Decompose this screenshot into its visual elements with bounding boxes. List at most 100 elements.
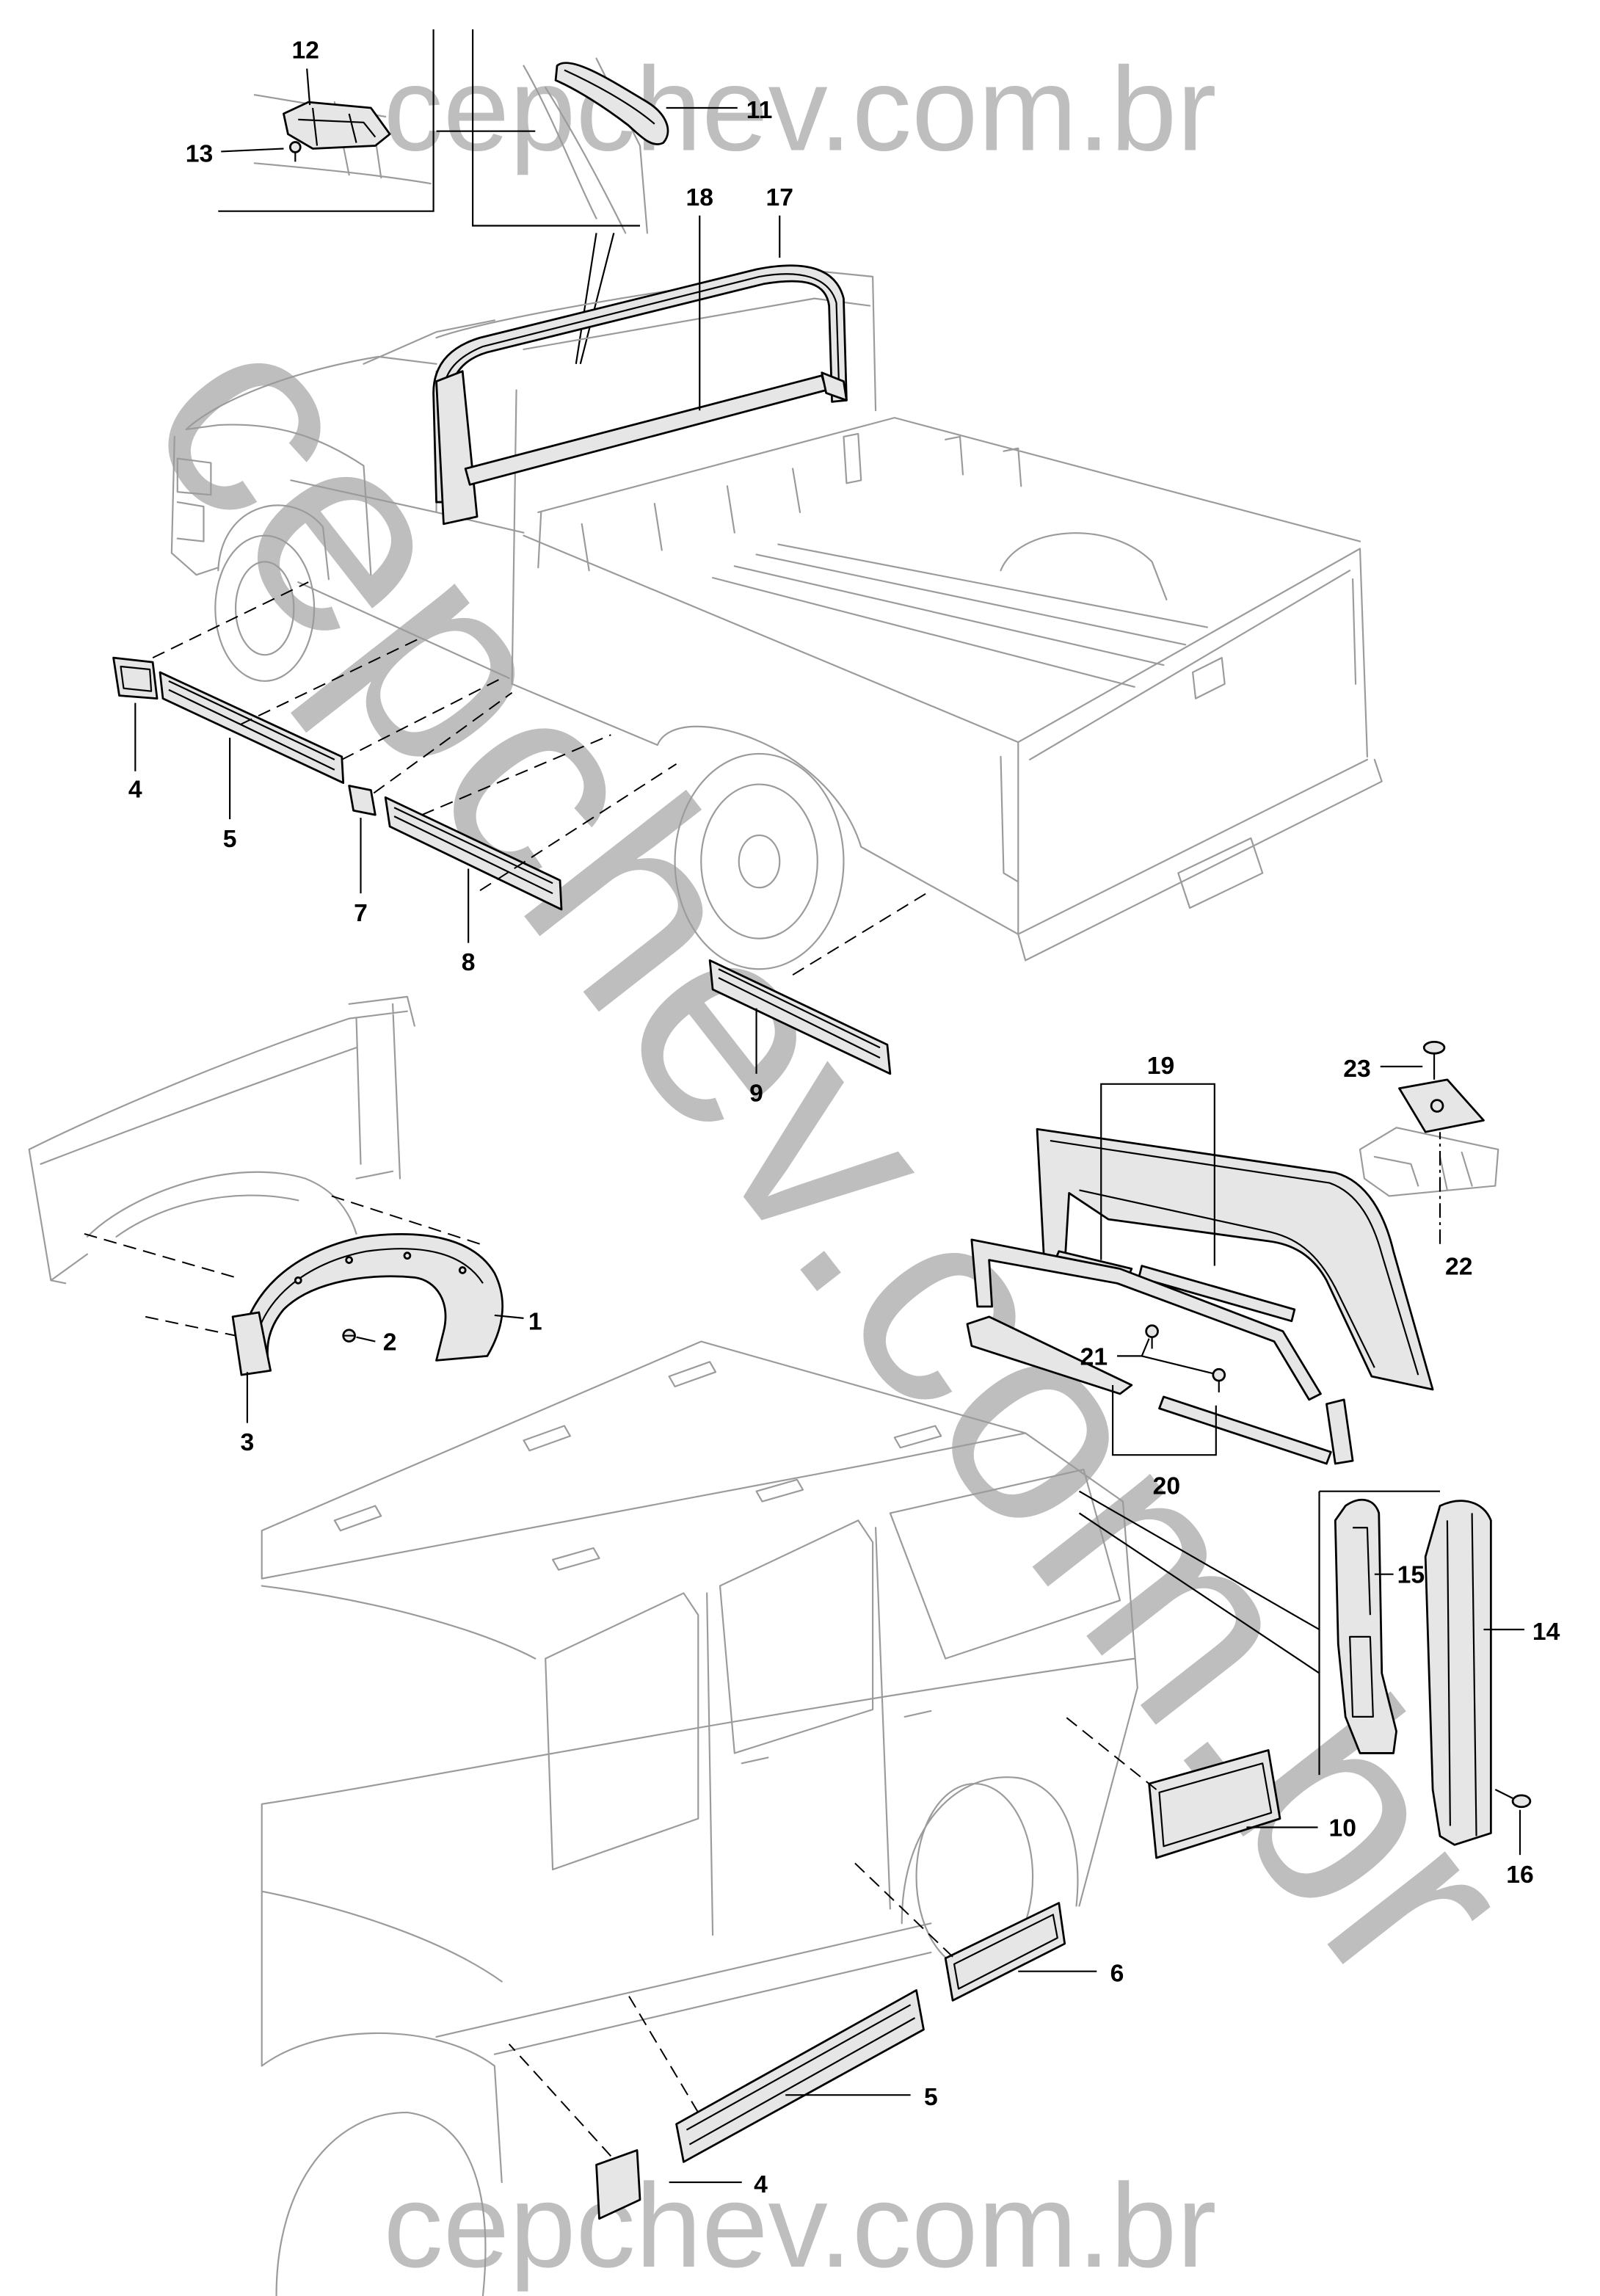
part-5-molding (159, 671, 345, 784)
part-16-screw (1494, 1789, 1532, 1809)
callout-labels: 12 13 11 18 17 4 5 7 8 9 23 19 22 21 1 2… (128, 37, 1560, 2198)
callout-label: 21 (1080, 1343, 1108, 1370)
callout-label: 13 (186, 140, 213, 167)
truck-cab-parts (432, 264, 848, 526)
part-11-molding (554, 62, 669, 145)
part-19-window-frame-detail (1050, 1140, 1419, 1376)
part-10-molding (1148, 1749, 1281, 1859)
part-2-screw (342, 1329, 356, 1343)
part-13-screw (288, 141, 302, 162)
bracket-assembly (1359, 1040, 1499, 1244)
part-12-clip-detail (298, 107, 377, 146)
part-19-window-frame (1036, 1127, 1434, 1391)
part-15-pillar-trim (1334, 1499, 1397, 1754)
part-1-fastener-dots (294, 1251, 467, 1285)
part-6-molding (944, 1902, 1066, 2002)
fender-dashed-leaders (84, 1195, 481, 1337)
callout-label: 16 (1506, 1861, 1533, 1889)
part-20-lower-upright (1326, 1398, 1354, 1465)
fender-assembly (28, 995, 503, 1376)
pillar-trim-assembly (1078, 1490, 1532, 1846)
callout-label: 12 (291, 37, 319, 65)
part-15-pillar-trim-slot (1349, 1527, 1374, 1718)
inset-frame-line (218, 29, 640, 365)
part-11-molding-detail (564, 69, 655, 125)
bracket-21 (1117, 1338, 1214, 1375)
callout-label: 5 (223, 826, 237, 853)
callout-leader-lines (134, 68, 1524, 2184)
window-frame-assembly (966, 1083, 1434, 1465)
suv-roof-rack (333, 1361, 942, 1571)
part-5-suv-molding (675, 1989, 925, 2163)
callout-label: 2 (383, 1329, 397, 1356)
part-7-molding (348, 785, 377, 816)
part-9-molding-detail (718, 968, 881, 1059)
callout-label: 9 (749, 1080, 763, 1108)
callout-label: 20 (1153, 1473, 1180, 1500)
part-5-suv-molding-detail (686, 2004, 916, 2146)
part-3-flare-end (231, 1311, 272, 1376)
suv-side-moldings (508, 1713, 1281, 2220)
watermark-bottom: cepchev.com.br (384, 2159, 1217, 2292)
callout-label: 11 (746, 97, 773, 124)
part-20-upper-frame (970, 1238, 1322, 1401)
callout-label: 23 (1343, 1056, 1370, 1083)
watermark-diagonal: cepchev.com.br (90, 264, 1577, 2043)
part-20-lower-strip-right (1158, 1395, 1332, 1465)
part-9-molding (708, 959, 892, 1075)
part-21-screws (1145, 1324, 1226, 1392)
roof-inset (218, 29, 669, 365)
callout-label: 17 (766, 184, 793, 211)
callout-label: 10 (1328, 1814, 1356, 1842)
callout-label: 15 (1397, 1562, 1425, 1589)
part-23-screw (1422, 1040, 1446, 1080)
callout-label: 14 (1532, 1619, 1560, 1646)
part-4-molding-detail (120, 665, 153, 692)
callout-label: 4 (128, 776, 142, 803)
part-22-plate-hole (1430, 1099, 1444, 1113)
part-19-strip-right (1138, 1265, 1296, 1323)
truck-front-wheel (214, 534, 316, 682)
pickup-truck-outline (170, 269, 1383, 970)
truck-bed-outline (511, 417, 1383, 962)
part-4-suv-molding (595, 2149, 641, 2220)
part-18-end-cap (821, 371, 848, 402)
part-17-roof-molding (432, 264, 848, 504)
watermark-top: cepchev.com.br (384, 43, 1217, 175)
callout-label: 4 (754, 2171, 768, 2198)
bracket-mount-outline (1359, 1127, 1499, 1197)
part-12-clip (283, 101, 391, 150)
part-6-molding-detail (953, 1914, 1058, 1990)
part-14-pillar-trim-detail (1446, 1513, 1477, 1837)
fender-outline (28, 995, 415, 1285)
suv-outline (261, 1340, 1138, 2296)
part-14-pillar-trim (1424, 1500, 1492, 1846)
part-1-wheel-flare-detail (253, 1248, 484, 1346)
callout-label: 18 (686, 184, 713, 211)
part-10-molding-detail (1158, 1762, 1273, 1848)
part-8-molding-detail (393, 807, 553, 895)
part-1-wheel-flare (239, 1233, 503, 1369)
part-8-molding (384, 796, 563, 911)
suv-body-outline (261, 1340, 1138, 2296)
suv-molding-dashed-leaders (508, 1713, 1157, 2157)
part-5-molding-detail (168, 680, 335, 771)
callout-label: 22 (1445, 1253, 1472, 1280)
callout-label: 3 (241, 1429, 255, 1456)
pillar-trim-frame-lines (1078, 1490, 1440, 1776)
callout-label: 7 (354, 900, 368, 927)
callout-label: 5 (924, 2084, 938, 2111)
part-17-pillar-piece (435, 370, 479, 526)
callout-label: 1 (528, 1309, 542, 1336)
part-18-belt-molding (464, 374, 828, 486)
bracket-20 (1112, 1385, 1217, 1456)
truck-rear-wheel (674, 752, 845, 970)
truck-molding-dashed-leaders (152, 581, 931, 976)
part-20-lower-strip-left (966, 1315, 1133, 1395)
truck-side-moldings (112, 581, 931, 1075)
callout-label: 19 (1147, 1053, 1174, 1080)
callout-label: 8 (462, 949, 476, 976)
bracket-19 (1100, 1083, 1215, 1266)
callout-label: 6 (1110, 1961, 1124, 1988)
